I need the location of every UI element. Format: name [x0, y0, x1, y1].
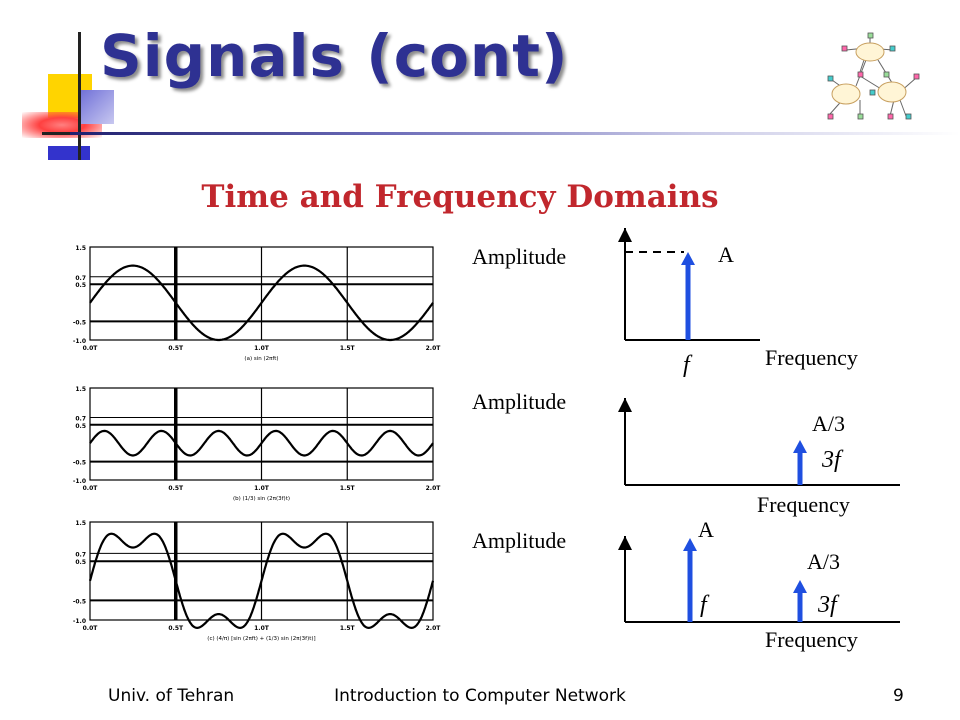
y-tick-label: -0.5	[73, 460, 86, 467]
x-tick-label: 0.5T	[168, 625, 184, 632]
network-clouds-icon	[827, 32, 920, 120]
line-frequency-label: 3f	[821, 447, 844, 473]
x-tick-label: 0.0T	[83, 345, 99, 352]
y-tick-label: 1.5	[75, 520, 86, 527]
page-number: 9	[893, 686, 904, 706]
time-plot-3: 1.5 0.70.5 -0.5 -1.00.0T 0.5T 1.0T 1.5T 2.0T (c)…	[73, 520, 441, 642]
y-tick-label: -1.0	[73, 338, 86, 345]
amplitude-label: Amplitude	[472, 244, 566, 269]
line-amplitude-label: A/3	[807, 549, 840, 574]
x-tick-label: 0.5T	[168, 485, 184, 492]
y-tick-label: -1.0	[73, 478, 86, 485]
y-tick-label: 1.5	[75, 386, 86, 393]
spectral-arrowhead	[793, 440, 807, 453]
time-plot-1: 1.5 0.70.5 -0.5 -1.00.0T 0.5T 1.0T 1.5T 2.0T (a)…	[73, 245, 441, 362]
line-frequency-label: f	[683, 352, 693, 378]
x-tick-label: 1.5T	[340, 625, 356, 632]
time-plot-2: 1.5 0.70.5 -0.5 -1.00.0T 0.5T 1.0T 1.5T 2.0T (b)…	[73, 386, 441, 502]
x-tick-label: 0.0T	[83, 625, 99, 632]
x-tick-label: 0.5T	[168, 345, 184, 352]
waveform	[88, 532, 435, 630]
y-tick-label: 0.5	[75, 282, 86, 289]
line-amplitude-label: A/3	[812, 411, 845, 436]
y-tick-label: 1.5	[75, 245, 86, 252]
y-tick-label: 0.7	[75, 551, 86, 558]
plot-caption: (c) (4/π) [sin (2πft) + (1/3) sin (2π(3f…	[207, 636, 315, 642]
waveform	[89, 429, 434, 457]
y-tick-label: 0.5	[75, 423, 86, 430]
footer-course: Introduction to Computer Network	[334, 686, 626, 706]
x-tick-label: 1.0T	[254, 345, 270, 352]
amplitude-label: Amplitude	[472, 528, 566, 553]
frequency-domain-plots: AmplitudeFrequencyAfAmplitudeFrequencyA/…	[472, 228, 900, 652]
line-amplitude-label: A	[718, 242, 734, 267]
waveform	[89, 264, 434, 342]
frequency-label: Frequency	[765, 345, 858, 370]
footer-university: Univ. of Tehran	[108, 686, 235, 706]
y-tick-label: -0.5	[73, 319, 86, 326]
x-tick-label: 1.5T	[340, 485, 356, 492]
x-tick-label: 1.0T	[254, 625, 270, 632]
y-tick-label: -1.0	[73, 618, 86, 625]
y-tick-label: 0.7	[75, 275, 86, 282]
figure-heading: Time and Frequency Domains	[201, 179, 718, 215]
y-tick-label: 0.7	[75, 415, 86, 422]
x-tick-label: 2.0T	[426, 485, 442, 492]
spectral-arrowhead	[681, 252, 695, 265]
slide-title: Signals (cont)	[100, 22, 569, 90]
title-divider	[70, 132, 960, 135]
amplitude-label: Amplitude	[472, 389, 566, 414]
spectral-arrowhead	[793, 580, 807, 593]
spectral-arrowhead	[683, 538, 697, 551]
line-frequency-label: 3f	[817, 592, 840, 618]
line-frequency-label: f	[700, 592, 710, 618]
x-tick-label: 2.0T	[426, 625, 442, 632]
x-tick-label: 1.5T	[340, 345, 356, 352]
plot-caption: (b) (1/3) sin (2π(3f)t)	[233, 496, 290, 502]
line-amplitude-label: A	[698, 517, 714, 542]
x-tick-label: 2.0T	[426, 345, 442, 352]
frequency-label: Frequency	[765, 627, 858, 652]
plot-caption: (a) sin (2πft)	[244, 356, 278, 362]
frequency-label: Frequency	[757, 492, 850, 517]
x-tick-label: 1.0T	[254, 485, 270, 492]
y-tick-label: 0.5	[75, 559, 86, 566]
y-tick-label: -0.5	[73, 598, 86, 605]
x-tick-label: 0.0T	[83, 485, 99, 492]
